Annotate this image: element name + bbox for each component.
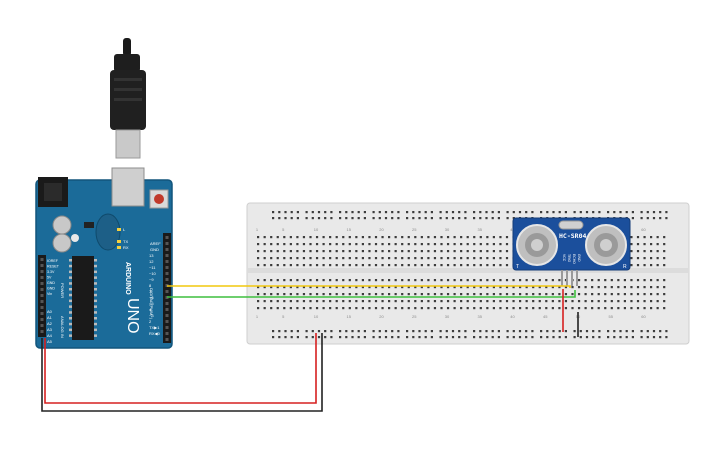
breadboard-column-number: 1 [256,314,259,319]
breadboard-column-number: 15 [346,227,351,232]
microcontroller-chip [72,256,94,340]
pin-label: A3 [47,327,53,332]
echo-pin [571,270,573,286]
breadboard-column-number: 25 [412,314,417,319]
pin-label: ~6 [149,295,154,300]
capacitor-icon [52,233,72,253]
arduino-uno-board[interactable]: ARDUINO UNO DIGITAL (PWM~) POWER ANALOG … [35,167,173,349]
rx-led [117,246,121,249]
arduino-brand: ARDUINO [124,262,131,295]
pin-label: IOREF [47,259,59,263]
pin-label: ~3 [149,313,154,318]
gnd-label: GND [150,247,159,252]
breadboard-column-number: 5 [282,227,285,232]
breadboard-column-number: 35 [477,314,482,319]
breadboard-column-number: 15 [346,314,351,319]
analog-label: ANALOG IN [60,316,65,338]
pin-label: RESET [47,265,60,269]
pin-label: RX◀0 [149,331,161,336]
crystal-icon [558,220,584,230]
breadboard-column-number: 60 [641,314,646,319]
pin-label: GND [47,287,55,291]
pin-label: 8 [149,283,152,288]
black-ground-wire[interactable] [41,333,323,412]
pin-label: TX▶1 [149,325,160,330]
usb-cable [110,38,146,159]
pin-label: 2 [149,319,152,324]
sensor-label: HC-SR04 [559,232,586,240]
tx-led-label: TX [123,239,128,244]
pin-label: ~11 [149,265,156,270]
right-pin-header [163,233,171,343]
arduino-model: UNO [124,298,141,334]
breadboard-column-number: 35 [477,227,482,232]
sensor-pin-label: TRIG [567,254,571,262]
power-label: POWER [60,283,65,298]
breadboard-column-number: 30 [445,227,450,232]
l-led-label: L [123,227,126,232]
breadboard-column-number: 60 [641,227,646,232]
l-led [117,228,121,231]
pin-label: 13 [149,253,154,258]
red-power-wire[interactable] [44,333,317,404]
pin-label: A4 [47,333,53,338]
usb-port [111,167,145,207]
breadboard-column-number: 5 [282,314,285,319]
digital-label: DIGITAL (PWM~) [149,288,154,320]
trig-pin [566,270,568,286]
rx-led-label: RX [123,245,129,250]
pin-label: ~10 [149,271,157,276]
pin-label: A1 [47,315,53,320]
yellow-wire[interactable] [167,285,571,288]
breadboard-column-number: 20 [379,227,384,232]
reset-button[interactable] [154,194,164,204]
breadboard-column-number: 55 [608,314,613,319]
pin-label: A5 [47,339,53,344]
pin-label: GND [47,281,55,285]
pin-label: 3.3V [47,270,55,274]
green-wire[interactable] [167,290,576,298]
gnd-pin [576,270,578,286]
breadboard-column-number: 10 [314,227,319,232]
breadboard-column-number: 30 [445,314,450,319]
breadboard-column-number: 20 [379,314,384,319]
pin-label: A2 [47,321,53,326]
tx-led [117,240,121,243]
pin-label: Vin [47,292,52,296]
wires [41,285,579,412]
sensor-pin-label: GND [577,254,581,262]
capacitor-icon [52,215,72,235]
sensor-pin-label: VCC [562,254,566,262]
breadboard-column-number: 10 [314,314,319,319]
pin-label: A0 [47,309,53,314]
pin-label: ~5 [149,301,154,306]
vcc-pin [561,270,563,286]
sensor-r-label: R [623,264,627,270]
pin-label: 5V [47,276,52,280]
breadboard-column-number: 25 [412,227,417,232]
aref-label: AREF [150,241,161,246]
breadboard-column-number: 40 [510,314,515,319]
pin-label: 12 [149,259,154,264]
breadboard-column-number: 45 [543,314,548,319]
pin-label: ~9 [149,277,154,282]
sensor-t-label: T [516,264,519,270]
breadboard-column-number: 1 [256,227,259,232]
pin-label: 7 [149,289,152,294]
sensor-pin-label: ECHO [572,254,576,264]
pin-label: 4 [149,307,152,312]
